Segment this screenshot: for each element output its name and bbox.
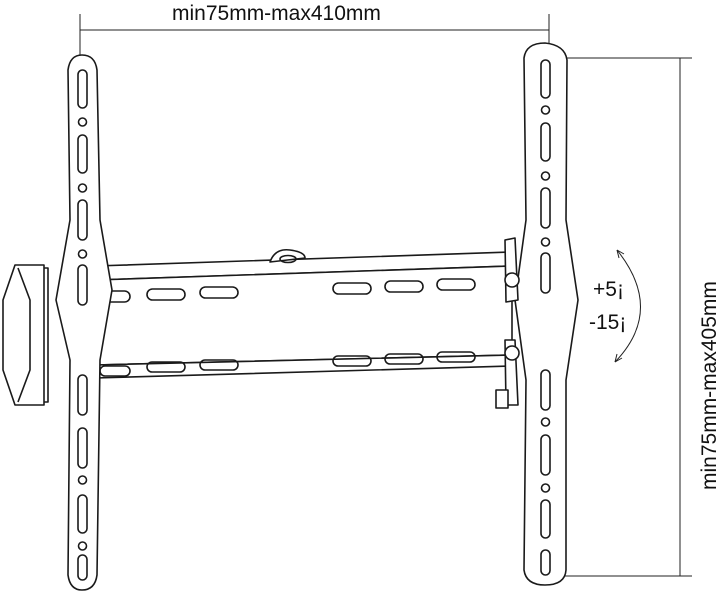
height-dimension <box>560 57 692 577</box>
tilt-adjust-knobs <box>495 237 520 409</box>
arrow-head-down <box>614 353 623 363</box>
tilt-arc-arrow <box>614 249 641 363</box>
width-dimension-label: min75mm-max410mm <box>172 2 381 25</box>
arrow-head-up <box>616 249 625 259</box>
height-dimension-label: min75mm-max405mm <box>698 281 720 490</box>
zigzag-slots <box>96 301 509 353</box>
right-vertical-arm <box>514 42 579 586</box>
crossbar <box>94 248 513 379</box>
left-lock-handle <box>2 264 49 406</box>
width-dimension <box>79 14 550 62</box>
left-vertical-arm <box>55 54 113 591</box>
tilt-up-label: +5¡ <box>593 278 624 301</box>
tilt-down-label: -15¡ <box>589 311 627 334</box>
